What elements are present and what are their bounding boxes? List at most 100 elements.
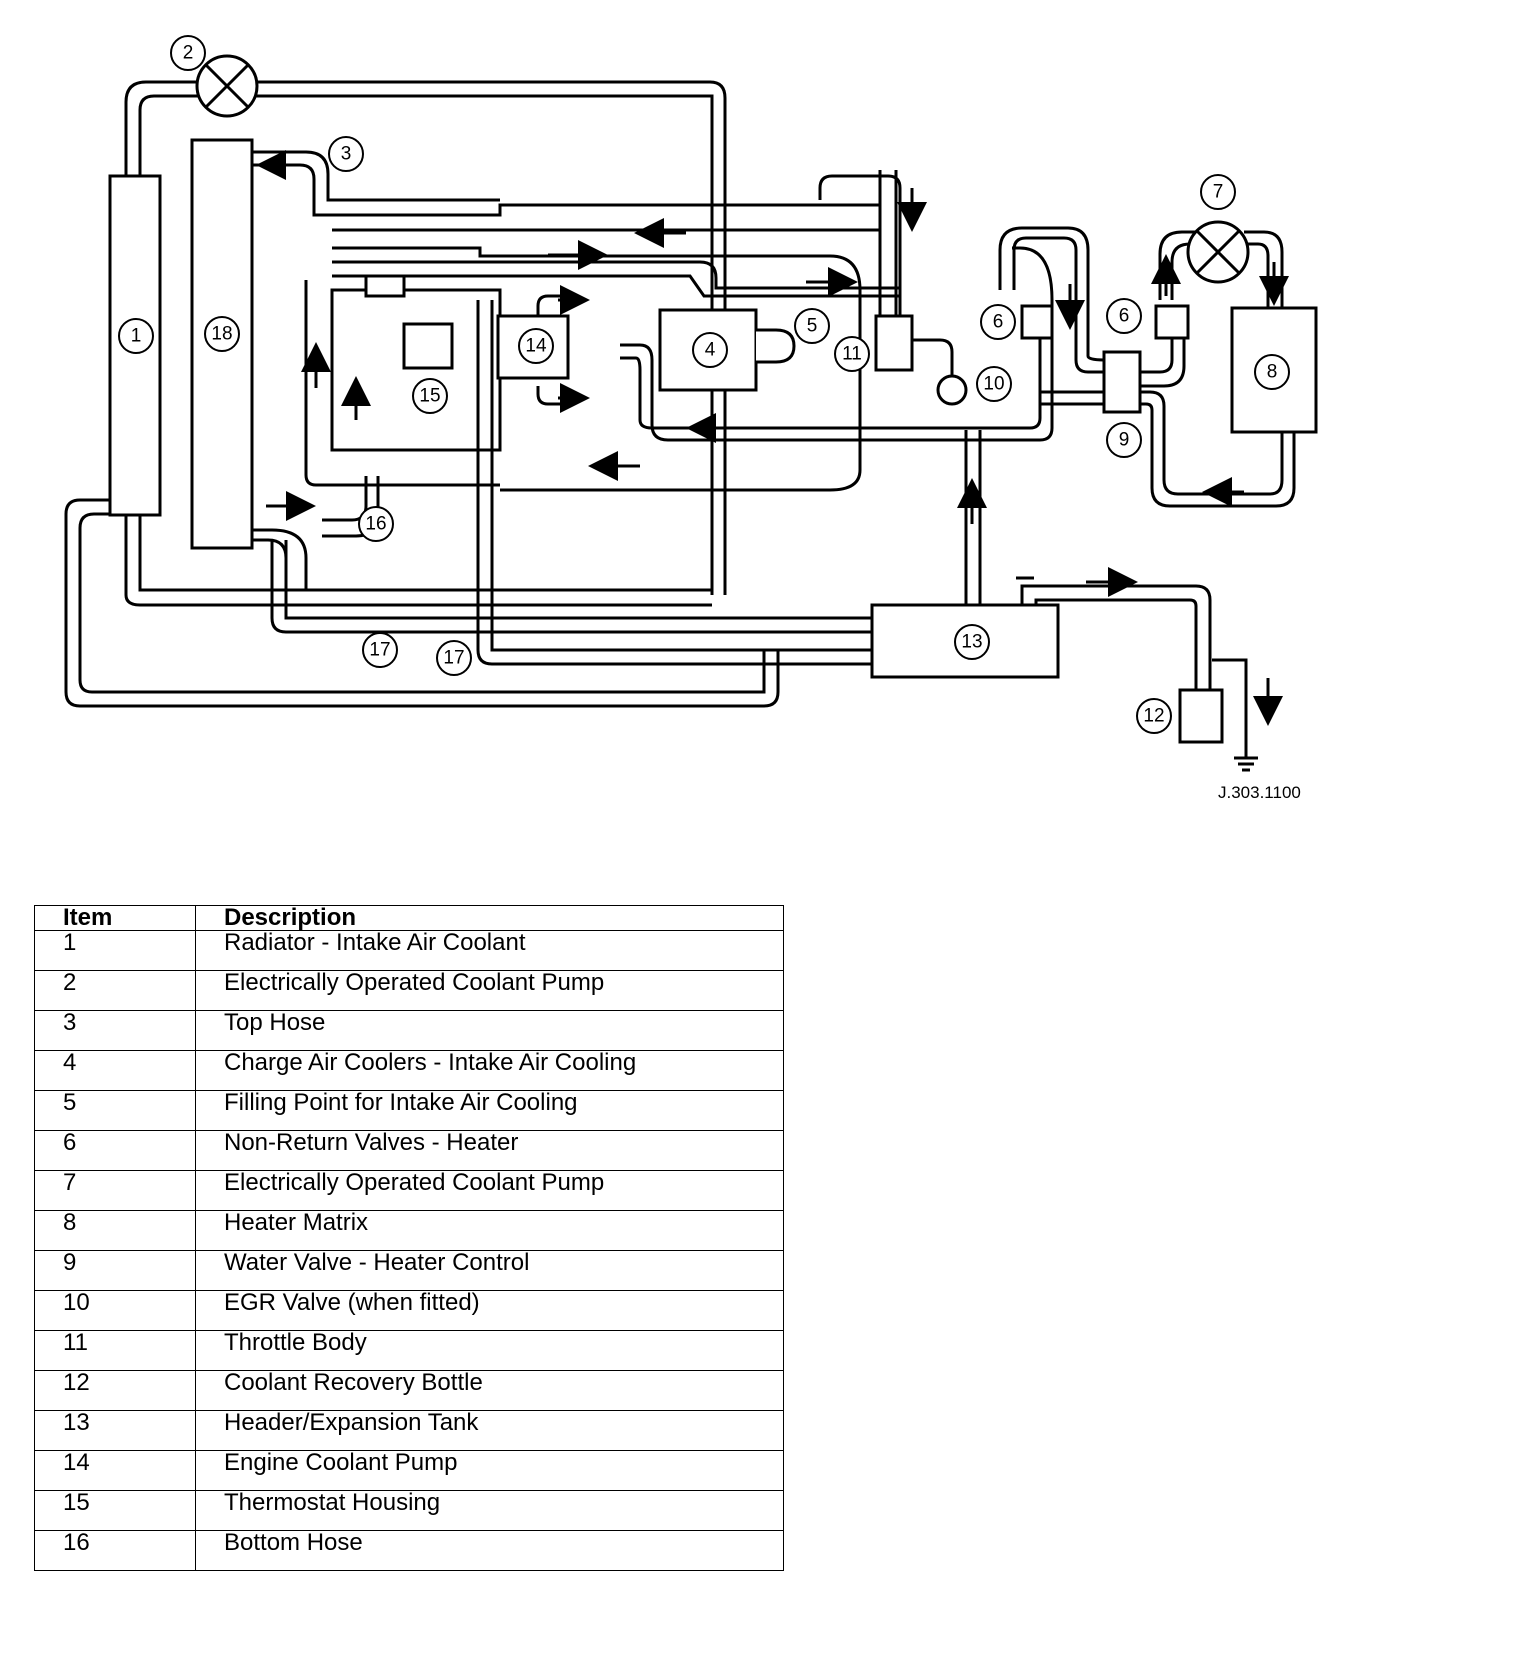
callout-12: 12 [1136,698,1172,734]
callouts: 1 2 3 4 5 6 6 7 8 9 10 11 12 13 14 15 16… [118,35,1290,734]
callout-6a: 6 [980,304,1016,340]
legend-item-description: EGR Valve (when fitted) [195,1290,784,1331]
charge-air-coolers [658,308,758,392]
callout-4: 4 [692,332,728,368]
callout-5: 5 [794,308,830,344]
small-valve-top [364,274,406,298]
callout-2: 2 [170,35,206,71]
legend-item-description: Top Hose [195,1010,784,1051]
svg-text:3: 3 [341,144,352,165]
svg-text:17: 17 [443,648,464,669]
svg-text:10: 10 [983,374,1004,395]
svg-text:8: 8 [1267,362,1278,383]
legend-item-description: Electrically Operated Coolant Pump [195,970,784,1011]
legend-item-description: Header/Expansion Tank [195,1410,784,1451]
callout-13: 13 [954,624,990,660]
legend-item-number: 5 [34,1090,196,1131]
callout-9: 9 [1106,422,1142,458]
legend-header-item: Item [34,905,196,931]
legend-item-description: Charge Air Coolers - Intake Air Cooling [195,1050,784,1091]
svg-text:5: 5 [807,316,818,337]
svg-text:2: 2 [183,43,194,64]
callout-18: 18 [204,316,240,352]
legend-item-description: Filling Point for Intake Air Cooling [195,1090,784,1131]
legend-item-description: Heater Matrix [195,1210,784,1251]
svg-text:16: 16 [365,514,386,535]
pump-2-icon [195,54,259,118]
legend-item-description: Throttle Body [195,1330,784,1371]
figure-reference: J.303.1100 [1218,783,1301,802]
legend-item-number: 16 [34,1530,196,1571]
svg-text:6: 6 [993,312,1004,333]
legend-item-number: 8 [34,1210,196,1251]
callout-7: 7 [1200,174,1236,210]
callout-3: 3 [328,136,364,172]
legend-item-number: 11 [34,1330,196,1371]
svg-text:1: 1 [131,326,142,347]
svg-text:14: 14 [525,336,547,357]
flow-arrows [256,150,1289,726]
svg-text:15: 15 [419,386,440,407]
callout-8: 8 [1254,354,1290,390]
legend-item-number: 4 [34,1050,196,1091]
svg-text:12: 12 [1143,706,1164,727]
callout-16: 16 [358,506,394,542]
legend-item-number: 3 [34,1010,196,1051]
callout-6b: 6 [1106,298,1142,334]
legend-header-row: Item Description [34,905,784,931]
legend-header-description: Description [195,905,784,931]
legend-item-number: 1 [34,930,196,971]
legend-item-number: 2 [34,970,196,1011]
throttle-body [874,314,914,372]
callout-15: 15 [412,378,448,414]
legend-item-description: Non-Return Valves - Heater [195,1130,784,1171]
svg-text:9: 9 [1119,430,1130,451]
callout-17b: 17 [436,640,472,676]
legend-item-number: 12 [34,1370,196,1411]
pump-7-icon [1186,220,1250,284]
non-return-valve-2 [1154,304,1190,340]
svg-text:11: 11 [842,344,862,365]
water-valve-heater-control [1102,350,1142,414]
egr-valve [936,374,968,406]
callout-11: 11 [834,336,870,372]
svg-text:18: 18 [211,324,232,345]
filling-point [756,328,796,364]
legend-item-description: Radiator - Intake Air Coolant [195,930,784,971]
legend-item-number: 13 [34,1410,196,1451]
svg-text:17: 17 [369,640,390,661]
legend-item-number: 6 [34,1130,196,1171]
coolant-recovery-bottle [1178,688,1224,744]
legend-item-description: Engine Coolant Pump [195,1450,784,1491]
legend-item-description: Thermostat Housing [195,1490,784,1531]
svg-text:13: 13 [961,632,982,653]
legend-item-description: Electrically Operated Coolant Pump [195,1170,784,1211]
hoses [64,80,1296,772]
legend-item-number: 15 [34,1490,196,1531]
thermostat-housing [402,322,454,370]
engine-block [330,288,502,452]
callout-1: 1 [118,318,154,354]
callout-17a: 17 [362,632,398,668]
non-return-valve-1 [1020,304,1054,340]
components [108,138,1318,744]
legend-item-description: Coolant Recovery Bottle [195,1370,784,1411]
legend-item-number: 7 [34,1170,196,1211]
coolant-circuit-diagram: 1 2 3 4 5 6 6 7 8 9 10 11 12 13 14 15 16… [64,35,1318,802]
legend-item-number: 14 [34,1450,196,1491]
